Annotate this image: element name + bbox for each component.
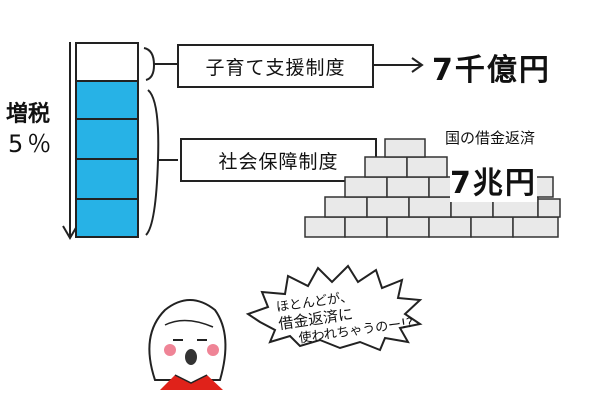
social-security-box: 社会保障制度 <box>180 138 377 182</box>
braces <box>143 47 178 236</box>
height-arrow <box>62 42 78 240</box>
social-security-label: 社会保障制度 <box>218 150 339 173</box>
stack-segment <box>75 158 139 200</box>
tax-rate: 5％ <box>8 130 56 158</box>
tax-label: 増税 <box>6 102 51 127</box>
debt-amount: 7兆円 <box>450 158 537 202</box>
childcare-box: 子育て支援制度 <box>177 44 374 88</box>
arrow-icon <box>372 57 424 73</box>
stack-segment <box>75 80 139 120</box>
debt-label: 国の借金返済 <box>445 127 536 148</box>
stack-segment <box>75 118 139 160</box>
speech-bubble <box>245 264 423 352</box>
surprised-girl-illustration <box>148 299 227 390</box>
stack-segment <box>75 198 139 238</box>
childcare-label: 子育て支援制度 <box>205 56 346 79</box>
childcare-amount: 7千億円 <box>432 53 551 88</box>
stack-segment-childcare <box>75 42 139 82</box>
